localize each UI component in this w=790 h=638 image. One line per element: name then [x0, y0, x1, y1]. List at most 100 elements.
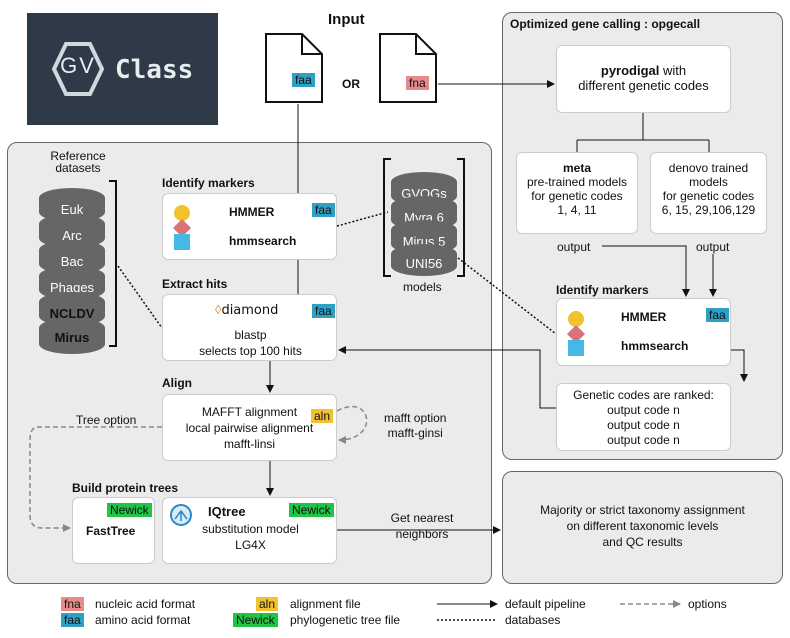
opgecall-title: Optimized gene calling : opgecall [510, 17, 701, 31]
model-disk-uni56: UNI56 [391, 244, 457, 276]
opgecall-faa-tag: faa [706, 308, 729, 322]
mafft-option-line: mafft-ginsi [387, 426, 443, 440]
output-label-1: output [557, 240, 591, 254]
subst-line: substitution model [202, 522, 299, 536]
align-line: local pairwise alignment [185, 421, 314, 435]
legend-fna-tag: fna [61, 597, 84, 611]
db-link-reference [117, 265, 163, 329]
denovo-line: for genetic codes [662, 189, 755, 203]
hmm-shapes-icon [173, 205, 191, 250]
legend-db-text: databases [505, 613, 561, 627]
align-aln-tag: aln [311, 409, 334, 423]
legend-faa-text: amino acid format [95, 613, 191, 627]
ranked-line: output code n [607, 403, 680, 417]
subst-line: LG4X [235, 538, 266, 552]
denovo-line: denovo trained [668, 161, 749, 175]
denovo-line: models [689, 175, 728, 189]
iqtree-icon [170, 504, 192, 526]
result-line: on different taxonomic levels [566, 519, 719, 533]
meta-line: pre-trained models [526, 175, 628, 189]
trees-title: Build protein trees [72, 481, 179, 495]
legend-newick-tag: Newick [233, 613, 278, 627]
reference-title-line: datasets [55, 161, 101, 175]
ref-disk-label: Mirus [54, 330, 90, 345]
or-label: OR [342, 77, 360, 91]
ranked-line: output code n [607, 433, 680, 447]
pyrodigal-codes: different genetic codes [578, 78, 709, 93]
fasttree-label: FastTree [86, 524, 136, 538]
extract-title: Extract hits [162, 277, 228, 291]
opgecall-hmmsearch-label: hmmsearch [621, 339, 689, 353]
iqtree-newick-tag: Newick [289, 503, 334, 517]
ranked-line: output code n [607, 418, 680, 432]
ref-disk-mirus: Mirus [39, 318, 105, 354]
mafft-option-line: mafft option [384, 411, 447, 425]
gvclass-logo: GV Class [27, 13, 218, 125]
selects-label: selects top 100 hits [199, 344, 302, 358]
hmmsearch-label: hmmsearch [229, 234, 297, 248]
diamond-box: ◊diamond faa blastp selects top 100 hits [162, 294, 337, 361]
align-title: Align [162, 376, 192, 390]
result-panel [502, 471, 783, 584]
hmmer-label: HMMER [229, 205, 275, 219]
opgecall-identify-title: Identify markers [556, 283, 649, 297]
legend-aln-tag: aln [256, 597, 279, 611]
result-line: Majority or strict taxonomy assignment [540, 503, 745, 517]
result-line: and QC results [602, 535, 683, 549]
legend-options-text: options [688, 597, 727, 611]
align-line: mafft-linsi [223, 437, 276, 451]
denovo-box: denovo trained models for genetic codes … [650, 152, 767, 234]
reference-title-line: Reference [50, 149, 106, 163]
logo-class-text: Class [115, 55, 194, 85]
models-bracket [383, 158, 465, 277]
diamond-logo: ◊diamond [215, 302, 278, 318]
edge-ranked-to-extract [338, 346, 556, 409]
ref-disk-label: Bac [60, 254, 84, 269]
blastp-label: blastp [234, 328, 267, 342]
edge-output1-to-identify [602, 245, 690, 297]
legend-aln-text: alignment file [290, 597, 361, 611]
meta-line: 1, 4, 11 [557, 203, 597, 217]
nearest-line: Get nearest [390, 511, 454, 525]
edge-mafft-option-loop [336, 405, 368, 444]
ranked-title: Genetic codes are ranked: [573, 388, 714, 402]
reference-title: Reference datasets [28, 150, 128, 174]
pyrodigal-box: pyrodigal with different genetic codes [556, 45, 731, 113]
model-disk-label: UNI56 [405, 256, 443, 271]
ref-bracket [109, 180, 117, 347]
result-text: Majority or strict taxonomy assignment o… [502, 502, 783, 550]
legend-faa-tag: faa [61, 613, 84, 627]
mafft-option-label: mafft option mafft-ginsi [384, 411, 446, 441]
db-link-models-right [457, 257, 557, 335]
align-box: MAFFT alignment local pairwise alignment… [162, 394, 337, 461]
align-line: MAFFT alignment [201, 405, 298, 419]
ranked-box: Genetic codes are ranked: output code n … [556, 383, 731, 451]
db-link-models-left [336, 211, 389, 227]
output-label-2: output [696, 240, 730, 254]
hmmer-box: HMMER hmmsearch faa [162, 193, 337, 260]
diamond-label: diamond [221, 303, 279, 318]
input-faa-tag: faa [292, 73, 315, 87]
meta-box: meta pre-trained models for genetic code… [516, 152, 638, 234]
fasttree-box: Newick FastTree [72, 497, 155, 564]
meta-line: for genetic codes [531, 189, 623, 203]
tree-option-label: Tree option [76, 413, 137, 427]
identify-title: Identify markers [162, 176, 255, 190]
legend-newick-text: phylogenetic tree file [290, 613, 401, 627]
opgecall-hmmer-label: HMMER [621, 310, 667, 324]
pyrodigal-with: with [659, 63, 687, 78]
ref-disk-label: NCLDV [49, 306, 95, 321]
diamond-icon: ◊ [215, 302, 222, 317]
edge-tree-option [29, 426, 162, 532]
legend-fna-text: nucleic acid format [95, 597, 196, 611]
opgecall-hmmer-box: HMMER hmmsearch faa [556, 298, 731, 366]
fasttree-newick-tag: Newick [107, 503, 152, 517]
logo-gv-text: GV [60, 53, 96, 78]
iqtree-label: IQtree [208, 504, 246, 519]
extract-faa-tag: faa [312, 304, 335, 318]
pyrodigal-label: pyrodigal [600, 63, 660, 78]
ref-disk-label: Euk [60, 202, 84, 217]
input-fna-tag: fna [406, 76, 429, 90]
input-title: Input [328, 11, 365, 28]
